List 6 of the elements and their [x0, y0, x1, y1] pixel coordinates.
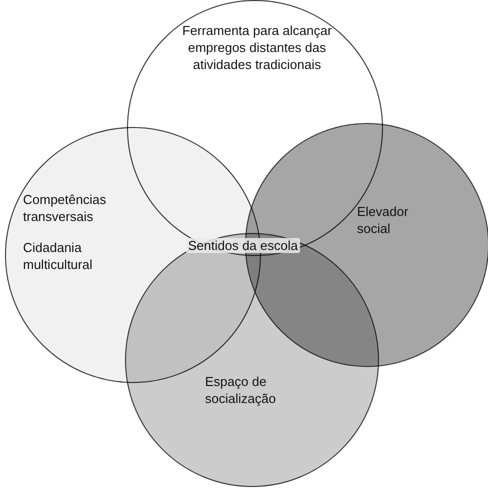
circle-text: Ferramenta para alcançar empregos distantes das atividades tradicionais — [181, 22, 333, 73]
circle-text: Elevador social — [357, 203, 410, 237]
center-label: Sentidos da escola — [186, 238, 300, 253]
circle-text: Cidadania multicultural — [23, 239, 94, 273]
circle-text: Competências transversais — [23, 191, 108, 225]
circle-text: Espaço de socialização — [205, 373, 277, 407]
